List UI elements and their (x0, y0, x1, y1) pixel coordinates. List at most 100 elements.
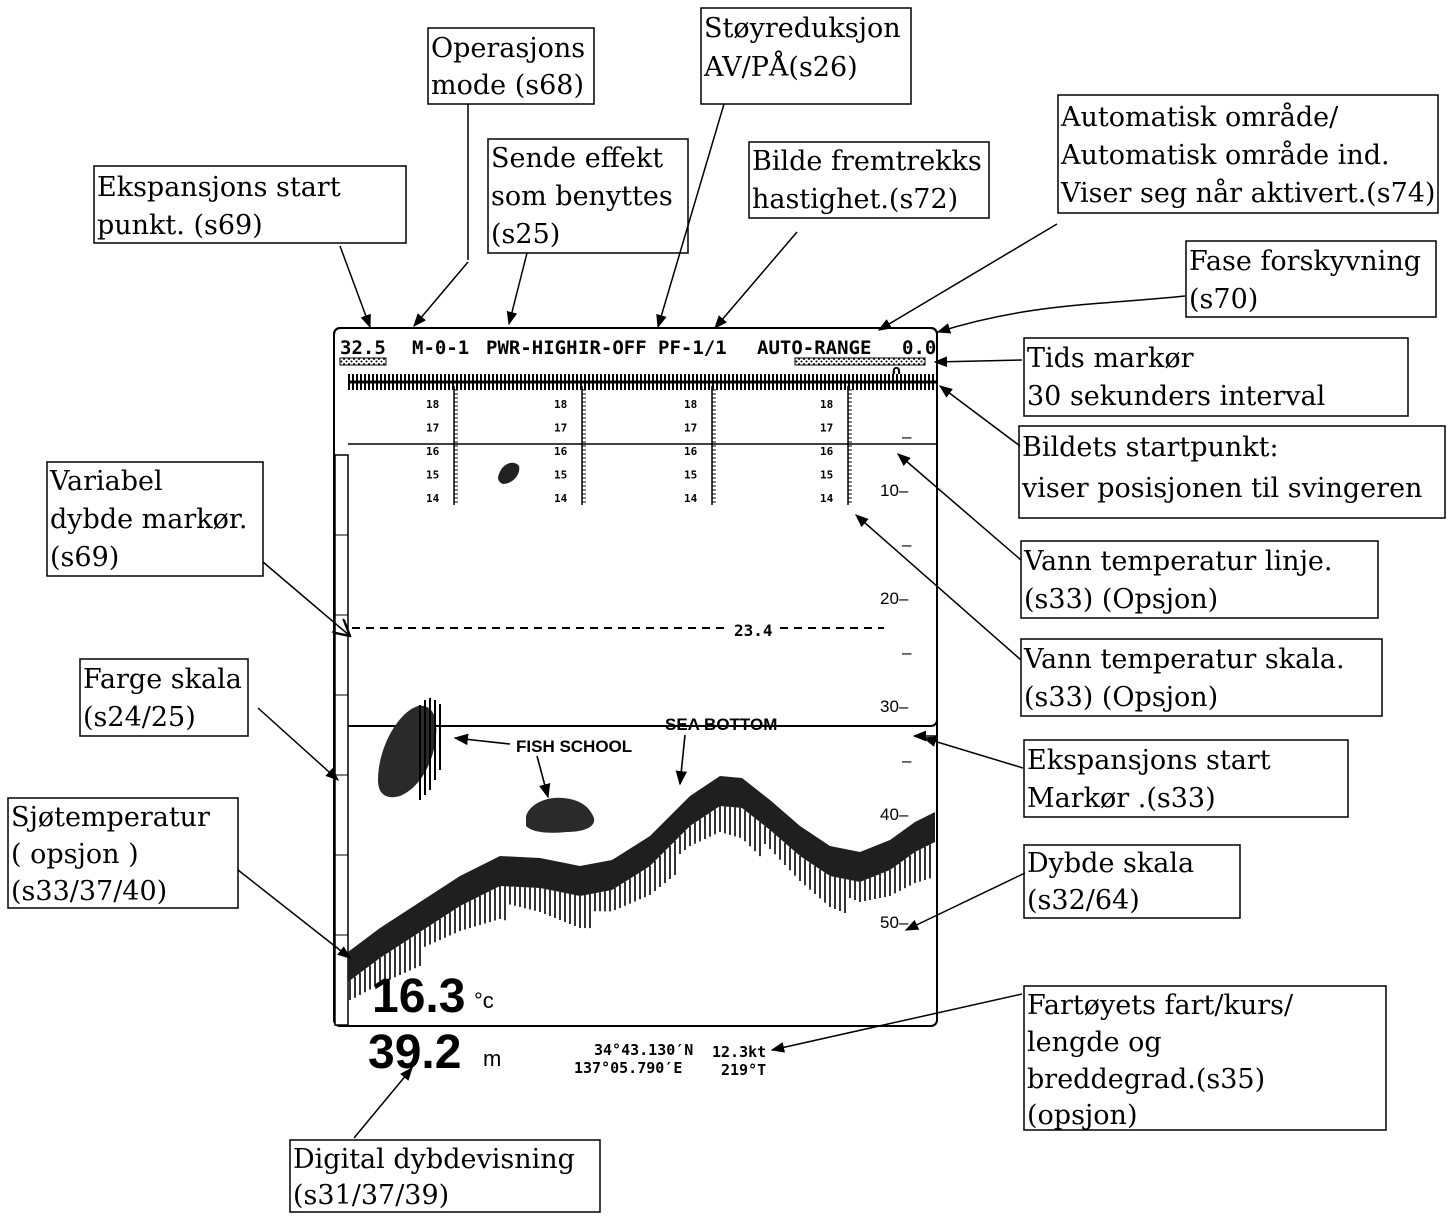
ir-indicator: IR-OFF (578, 337, 647, 359)
mode-indicator: M-0-1 (412, 337, 469, 359)
svg-text:Støyreduksjon: Støyreduksjon (704, 13, 901, 44)
temp-scale-label: 15 (684, 469, 697, 482)
svg-text:breddegrad.(s35): breddegrad.(s35) (1027, 1064, 1265, 1095)
water-temp-unit: °c (474, 988, 494, 1013)
zero-depth-label: 0 (892, 365, 901, 382)
vrm-value: 23.4 (734, 621, 773, 640)
callout-stoyreduksjon: Støyreduksjon AV/PÅ(s26) (700, 7, 912, 105)
temp-scale-label: 17 (684, 422, 697, 435)
svg-text:Farge skala: Farge skala (83, 664, 242, 695)
svg-text:(s24/25): (s24/25) (83, 702, 196, 733)
pf-indicator: PF-1/1 (658, 337, 727, 359)
longitude: 137°05.790′E (574, 1059, 682, 1077)
depth-scale-label: 10– (880, 481, 909, 500)
callout-ekspansjons-start-markor: Ekspansjons start Markør .(s33) (1023, 739, 1349, 818)
depth-scale-label: 50– (880, 913, 909, 932)
svg-text:Fartøyets fart/kurs/: Fartøyets fart/kurs/ (1027, 990, 1294, 1021)
temp-scale-label: 18 (554, 398, 567, 411)
nav-data: 34°43.130′N 137°05.790′E 12.3kt 219°T (574, 1041, 766, 1079)
svg-text:( opsjon ): ( opsjon ) (11, 839, 139, 870)
svg-text:som benyttes: som benyttes (491, 181, 673, 212)
auto-range-indicator: AUTO-RANGE (757, 337, 871, 359)
svg-text:Bilde fremtrekks: Bilde fremtrekks (752, 146, 982, 177)
digital-readouts: 16.3 °c 39.2 m (368, 970, 501, 1079)
temp-scale-label: 14 (684, 492, 698, 505)
callout-automatisk-omrade: Automatisk område/ Automatisk område ind… (1057, 94, 1439, 214)
svg-text:mode (s68): mode (s68) (431, 70, 584, 101)
svg-text:Vann temperatur skala.: Vann temperatur skala. (1023, 644, 1345, 675)
svg-text:Automatisk område ind.: Automatisk område ind. (1060, 139, 1390, 171)
svg-text:(s32/64): (s32/64) (1027, 885, 1140, 916)
svg-text:(s70): (s70) (1189, 284, 1258, 315)
color-scale (334, 454, 349, 1026)
svg-text:30 sekunders interval: 30 sekunders interval (1027, 381, 1325, 412)
sea-bottom-label: SEA BOTTOM (665, 715, 777, 734)
callout-bilde-fremtrekk: Bilde fremtrekks hastighet.(s72) (748, 141, 990, 219)
depth-readout: 39.2 (368, 1026, 461, 1079)
svg-text:(s31/37/39): (s31/37/39) (293, 1180, 449, 1211)
callout-farge-skala: Farge skala (s24/25) (79, 658, 249, 737)
svg-text:viser posisjonen til svingeren: viser posisjonen til svingeren (1021, 473, 1422, 504)
ship-speed: 12.3kt (712, 1043, 766, 1061)
svg-text:Sende effekt: Sende effekt (491, 143, 663, 174)
temp-scale-label: 14 (426, 492, 440, 505)
callout-digital-dybde: Digital dybdevisning (s31/37/39) (289, 1139, 601, 1213)
fish-school-label: FISH SCHOOL (516, 737, 632, 756)
screen-header: 32.5 M-0-1 PWR-HIGH IR-OFF PF-1/1 AUTO-R… (340, 337, 936, 359)
svg-text:Variabel: Variabel (49, 466, 163, 497)
temp-scale-label: 16 (820, 445, 834, 458)
temp-scale-label: 18 (684, 398, 697, 411)
depth-scale-label: – (902, 643, 912, 662)
depth-scale-label: – (902, 535, 912, 554)
callout-ekspansjons-start-punkt: Ekspansjons start punkt. (s69) (93, 165, 407, 244)
expansion-bar (339, 357, 387, 366)
svg-text:dybde markør.: dybde markør. (50, 504, 247, 535)
temp-scale-label: 16 (554, 445, 568, 458)
svg-text:Fase forskyvning: Fase forskyvning (1189, 246, 1421, 277)
callout-fartoy: Fartøyets fart/kurs/ lengde og breddegra… (1023, 985, 1387, 1131)
shift-value: 0.0 (902, 337, 936, 359)
svg-text:Ekspansjons start: Ekspansjons start (1027, 745, 1271, 776)
leader-lines (237, 103, 1186, 1139)
temp-scale-label: 15 (820, 469, 833, 482)
depth-scale-label: 40– (880, 805, 909, 824)
svg-text:hastighet.(s72): hastighet.(s72) (752, 184, 958, 215)
callout-vann-temp-linje: Vann temperatur linje. (s33) (Opsjon) (1020, 540, 1379, 619)
depth-scale-label: 20– (880, 589, 909, 608)
callouts: Operasjons mode (s68) Støyreduksjon AV/P… (7, 7, 1446, 1213)
svg-text:AV/PÅ(s26): AV/PÅ(s26) (703, 50, 858, 83)
callout-sjotemperatur: Sjøtemperatur ( opsjon ) (s33/37/40) (7, 797, 239, 909)
svg-text:Sjøtemperatur: Sjøtemperatur (11, 802, 210, 833)
depth-scale-label: – (902, 427, 912, 446)
callout-operasjons-mode: Operasjons mode (s68) (427, 27, 595, 105)
svg-text:Automatisk område/: Automatisk område/ (1060, 101, 1339, 133)
temp-scale-label: 17 (426, 422, 439, 435)
water-temp-readout: 16.3 (372, 970, 465, 1023)
svg-text:(opsjon): (opsjon) (1027, 1100, 1137, 1131)
svg-text:Viser seg når aktivert.(s74): Viser seg når aktivert.(s74) (1060, 177, 1435, 209)
temp-scale-label: 16 (426, 445, 440, 458)
svg-text:Markør .(s33): Markør .(s33) (1027, 783, 1216, 814)
temp-scale-label: 15 (426, 469, 439, 482)
svg-text:(s33/37/40): (s33/37/40) (11, 876, 167, 907)
svg-text:Operasjons: Operasjons (431, 33, 585, 64)
expansion-start-value: 32.5 (340, 337, 386, 359)
svg-text:(s69): (s69) (50, 542, 119, 573)
depth-scale-label: 30– (880, 697, 909, 716)
svg-text:Dybde skala: Dybde skala (1027, 848, 1194, 879)
svg-text:(s25): (s25) (491, 219, 560, 250)
temp-scale-label: 14 (554, 492, 568, 505)
svg-text:Digital dybdevisning: Digital dybdevisning (293, 1144, 575, 1175)
svg-text:Tids markør: Tids markør (1027, 343, 1194, 374)
svg-text:Ekspansjons start: Ekspansjons start (97, 172, 341, 203)
svg-text:Vann temperatur linje.: Vann temperatur linje. (1023, 546, 1333, 577)
fish-school (378, 698, 595, 833)
fish-echo-small (498, 462, 520, 484)
callout-bildets-startpunkt: Bildets startpunkt: viser posisjonen til… (1018, 425, 1446, 519)
svg-text:(s33) (Opsjon): (s33) (Opsjon) (1024, 682, 1218, 713)
depth-scale-label: – (902, 751, 912, 770)
callout-fase-forskyvning: Fase forskyvning (s70) (1185, 240, 1437, 318)
depth-scale: – 10– – 20– – 30– – 40– 50– (880, 427, 912, 932)
temp-scale-label: 16 (684, 445, 698, 458)
